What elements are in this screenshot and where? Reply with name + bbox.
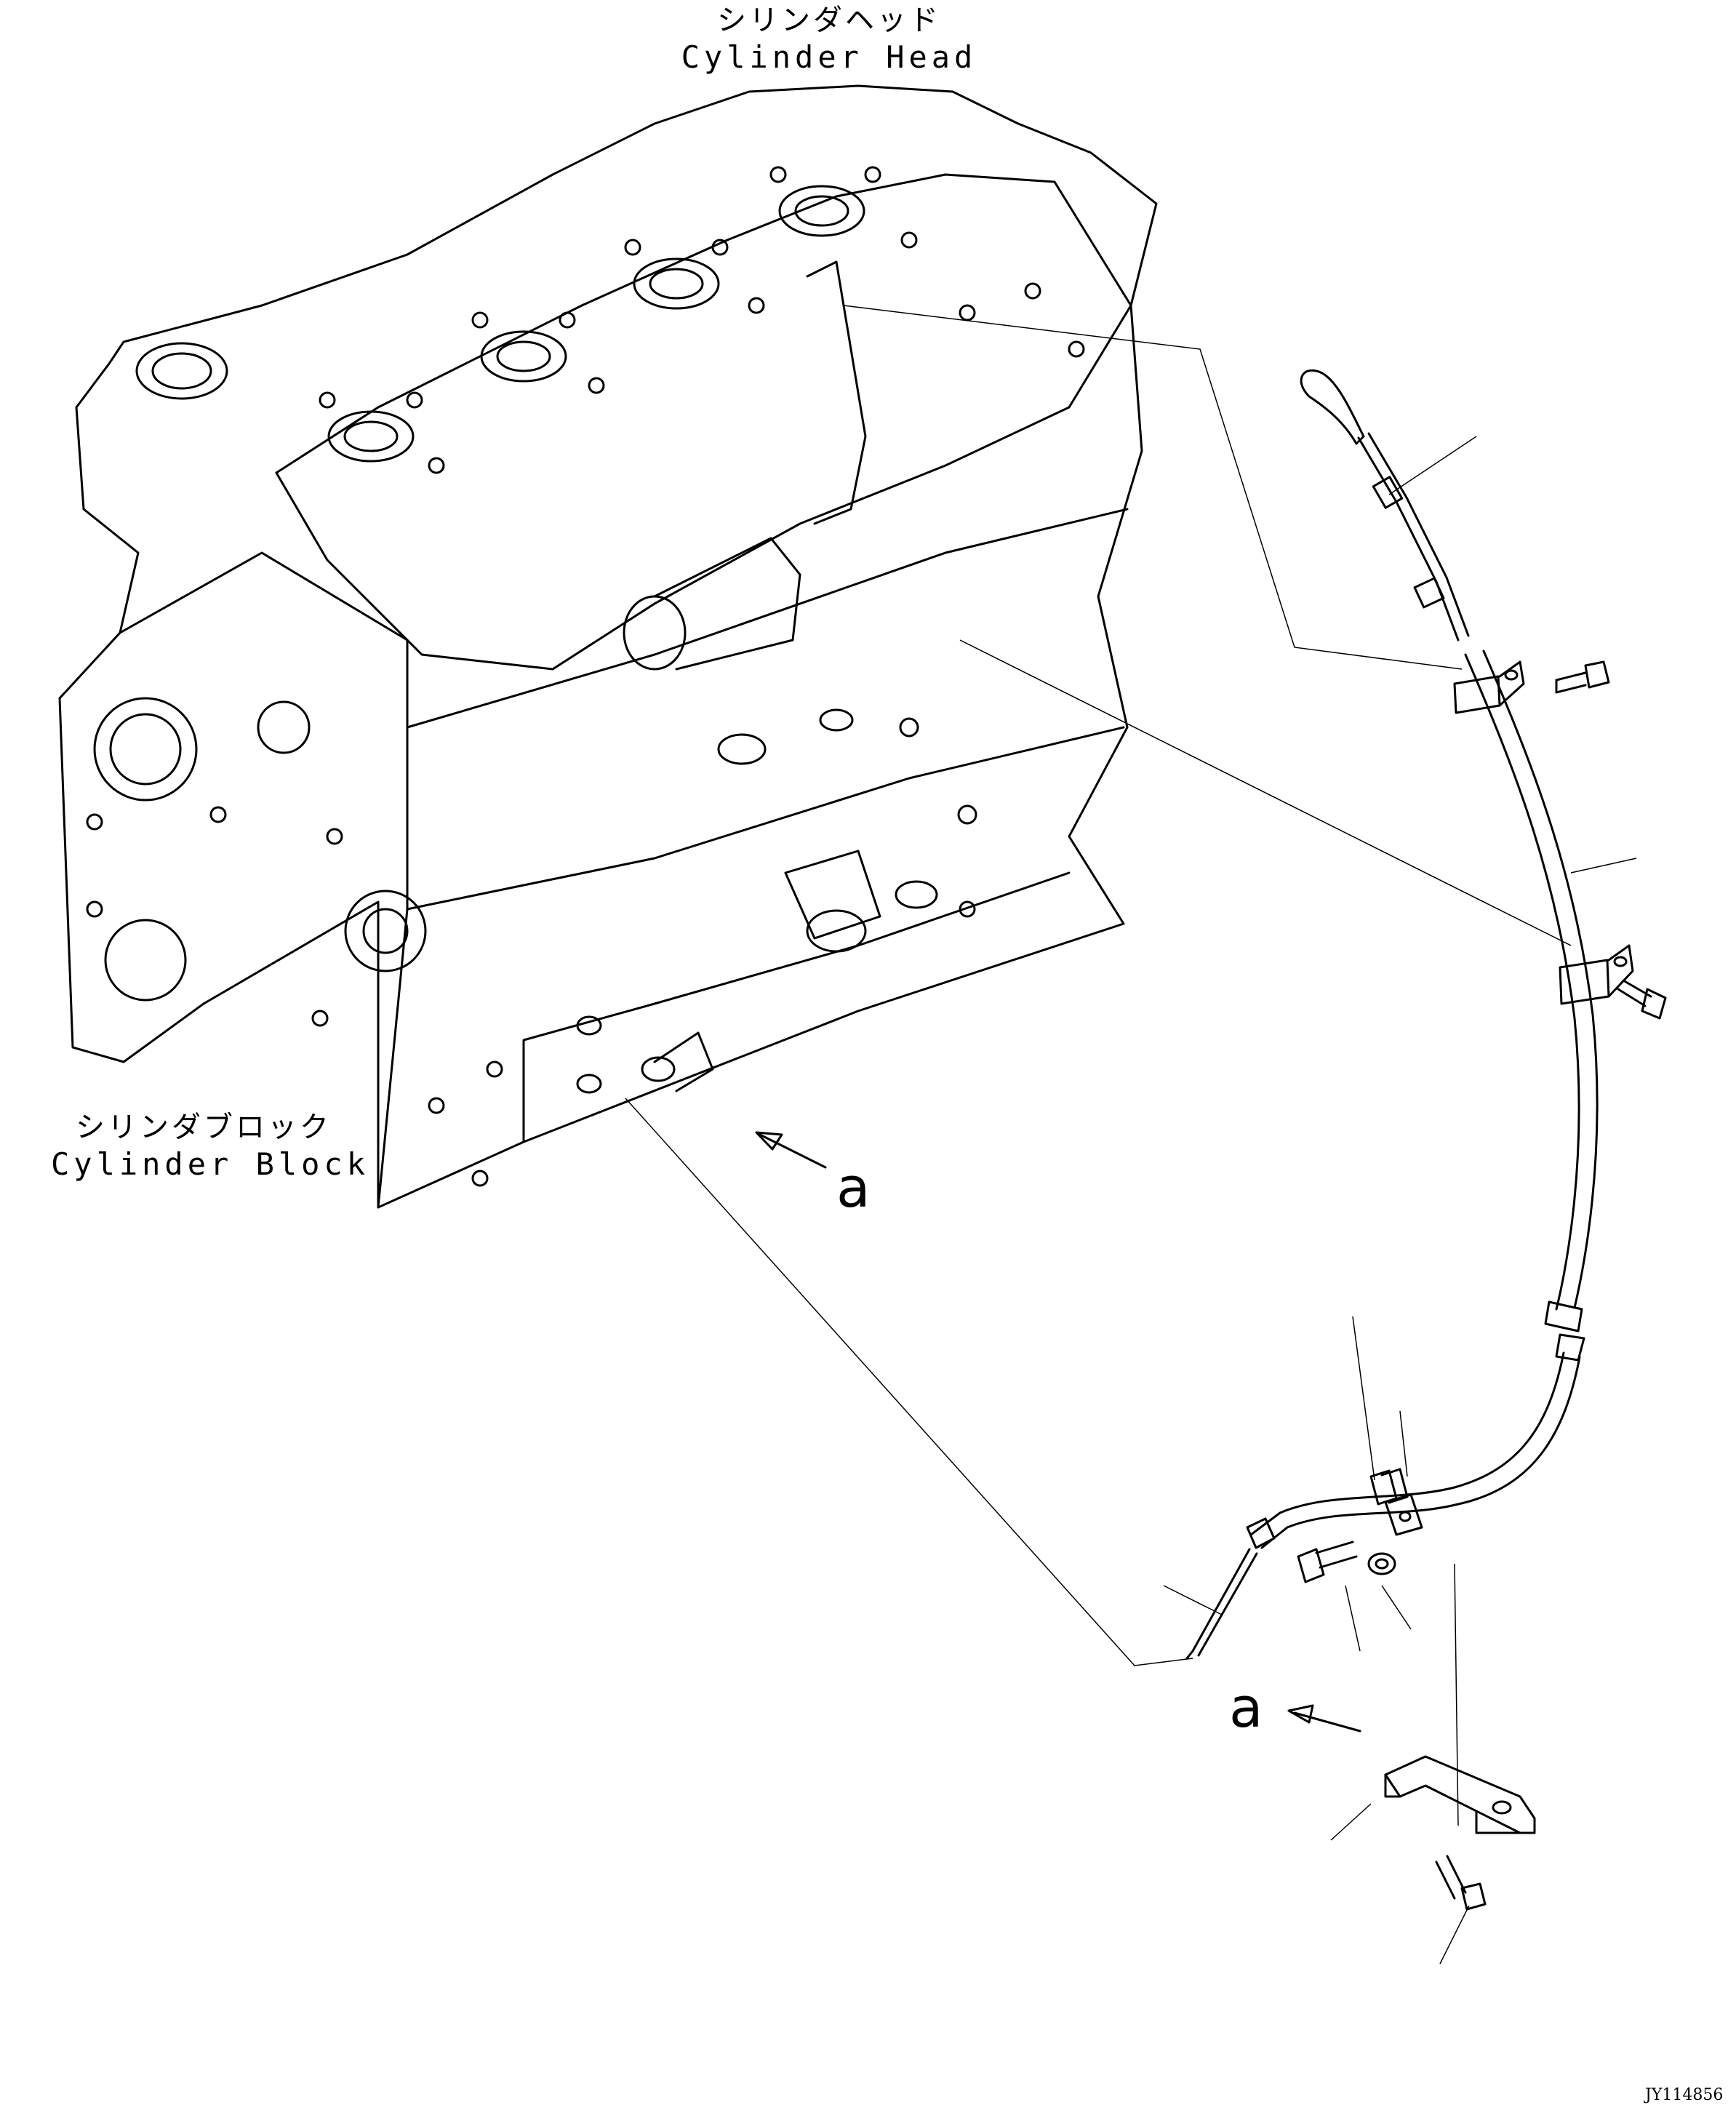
head-side-edge: [275, 304, 1132, 671]
drawing-code: JY114856: [1645, 2086, 1724, 2104]
cylinder-head-label-jp: シリンダヘッド: [717, 4, 941, 37]
tube-sleeve: [1369, 1468, 1409, 1506]
view-arrows: [755, 1131, 1361, 1733]
cylinder-block-label-jp: シリンダブロック: [76, 1111, 332, 1144]
dipstick-cap: [1372, 476, 1404, 509]
leader-lines: [625, 305, 1637, 1965]
bolt-lower: [1315, 1540, 1358, 1569]
bolts: [1297, 660, 1667, 1911]
block-side-features: [576, 708, 977, 1094]
dipstick-rod-upper: [1357, 432, 1470, 642]
head-ports: [135, 185, 865, 463]
front-plate-holes: [86, 697, 503, 1187]
block-skirt: [522, 871, 1071, 1143]
bolt-upper: [1555, 671, 1587, 694]
view-a-callout-bracket: a: [1229, 1675, 1263, 1740]
head-top-edge: [275, 173, 1132, 474]
dipstick-handle: [1300, 369, 1365, 445]
tube-joint: [1544, 1300, 1583, 1332]
dipstick-guide-tube: [1464, 650, 1599, 1311]
cylinder-block-label: Cylinder Block: [51, 1146, 370, 1182]
view-arrow-engine: [755, 1131, 827, 1169]
head-bolts: [319, 166, 1085, 474]
dipstick-assembly: [1185, 369, 1634, 1660]
bolt-bracket: [1435, 1855, 1467, 1900]
mounting-bracket: [1384, 1755, 1536, 1834]
clamp-upper: [1453, 660, 1525, 714]
cylinder-head-label: Cylinder Head: [681, 39, 977, 75]
block-lower-edge: [406, 726, 1125, 911]
thermostat-housing: [623, 260, 867, 671]
view-arrow-bracket: [1287, 1704, 1361, 1733]
block-side-face: [406, 508, 1129, 729]
washer: [1367, 1552, 1396, 1575]
block-front-face: [119, 551, 409, 1209]
dipstick-guide-lower: [1249, 1351, 1581, 1549]
engine-assembly: [58, 84, 1158, 1209]
clamp-middle: [1559, 944, 1634, 1005]
engine-outline: [58, 84, 1158, 1209]
guide-bracket-tab: [1384, 1493, 1423, 1536]
dipstick-blade: [1185, 1548, 1258, 1660]
view-a-callout-engine: a: [836, 1155, 871, 1220]
